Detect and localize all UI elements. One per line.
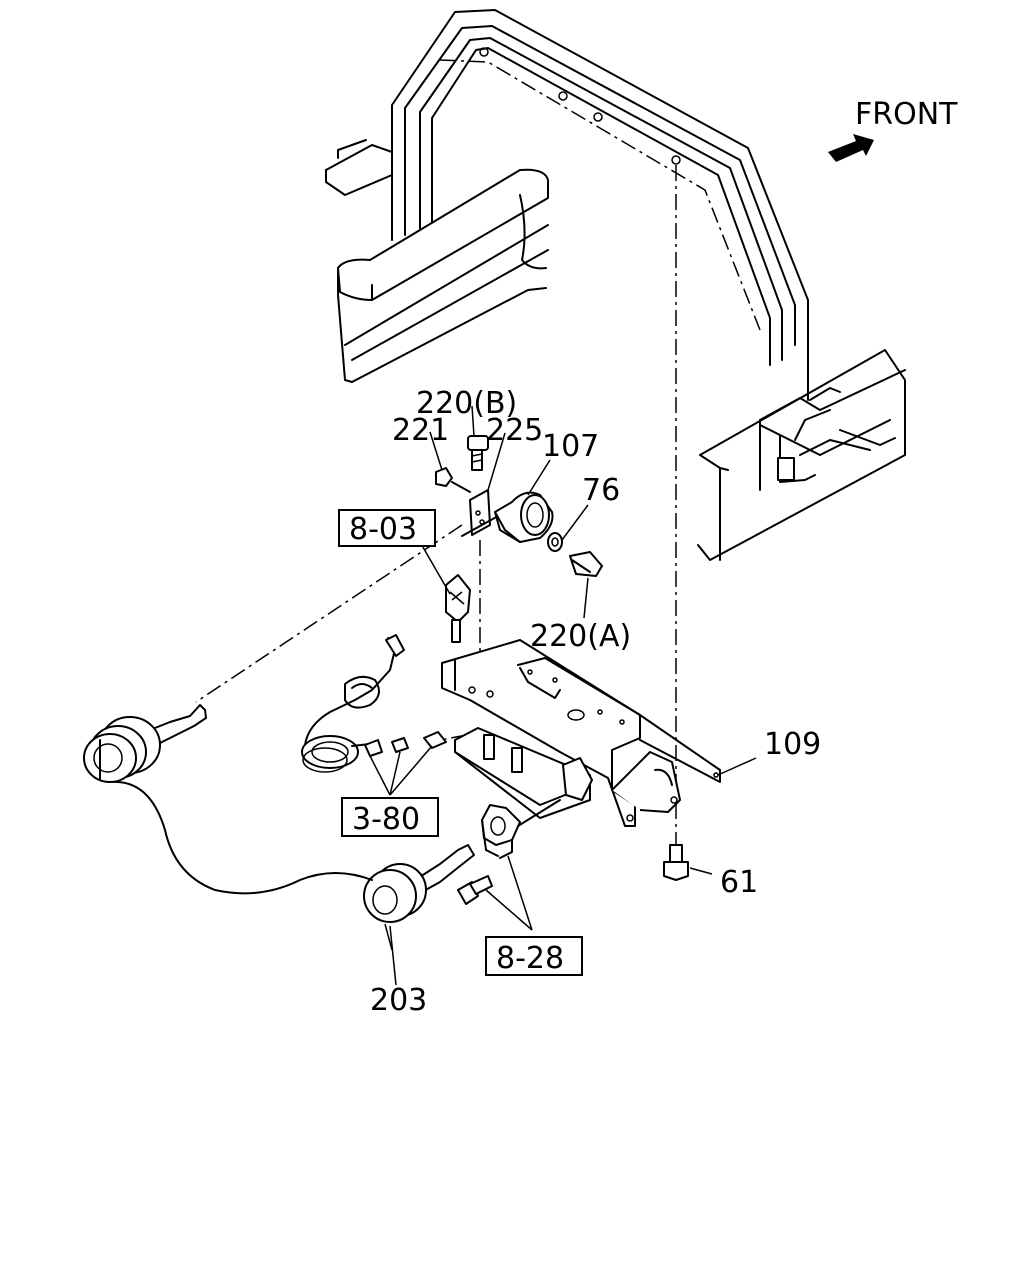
reference-boxes: 8-03 3-80 8-28 [338, 509, 583, 976]
cab-frame [391, 9, 809, 366]
ref-box-8-28: 8-28 [485, 936, 583, 976]
ref-8-03: 8-03 [349, 512, 417, 547]
bolt-220b [467, 435, 489, 471]
bracket-225 [461, 489, 509, 537]
nut-221 [435, 467, 471, 493]
ref-box-8-03: 8-03 [338, 509, 436, 547]
bracket-8-28 [481, 799, 561, 859]
right-frame-rail [697, 344, 906, 561]
front-label: FRONT [855, 97, 958, 132]
front-indicator: FRONT [828, 97, 958, 162]
callout-220b: 220(B) [416, 386, 517, 421]
ref-box-3-80: 3-80 [341, 797, 439, 837]
front-arrow-icon [828, 134, 874, 162]
callout-107: 107 [542, 429, 599, 464]
wire-coil-small [301, 634, 405, 773]
callout-76: 76 [582, 473, 620, 508]
coil-connector-lower [363, 844, 475, 923]
callout-labels: 220(B) 221 225 107 76 220(A) 109 61 203 [370, 386, 821, 1018]
cable-203 [83, 704, 475, 951]
mount-plate-109 [441, 639, 721, 827]
left-cross-member [325, 139, 549, 383]
leader-lines [369, 405, 757, 986]
ref-3-80: 3-80 [352, 802, 420, 837]
connector-107 [494, 491, 554, 543]
callout-109: 109 [764, 727, 821, 762]
callout-220a: 220(A) [530, 619, 631, 654]
washer-76 [547, 532, 563, 552]
callout-225: 225 [486, 413, 543, 448]
sensor-8-03 [445, 574, 471, 643]
callout-203: 203 [370, 983, 427, 1018]
terminal-pins [364, 731, 447, 757]
channel-bracket [454, 727, 593, 819]
bolt-220a [569, 551, 603, 577]
callout-221: 221 [392, 413, 449, 448]
bolt-61 [663, 844, 689, 881]
bolt-8-28 [457, 875, 493, 905]
coil-connector-upper [83, 704, 207, 783]
ref-8-28: 8-28 [496, 941, 564, 976]
callout-61: 61 [720, 865, 758, 900]
